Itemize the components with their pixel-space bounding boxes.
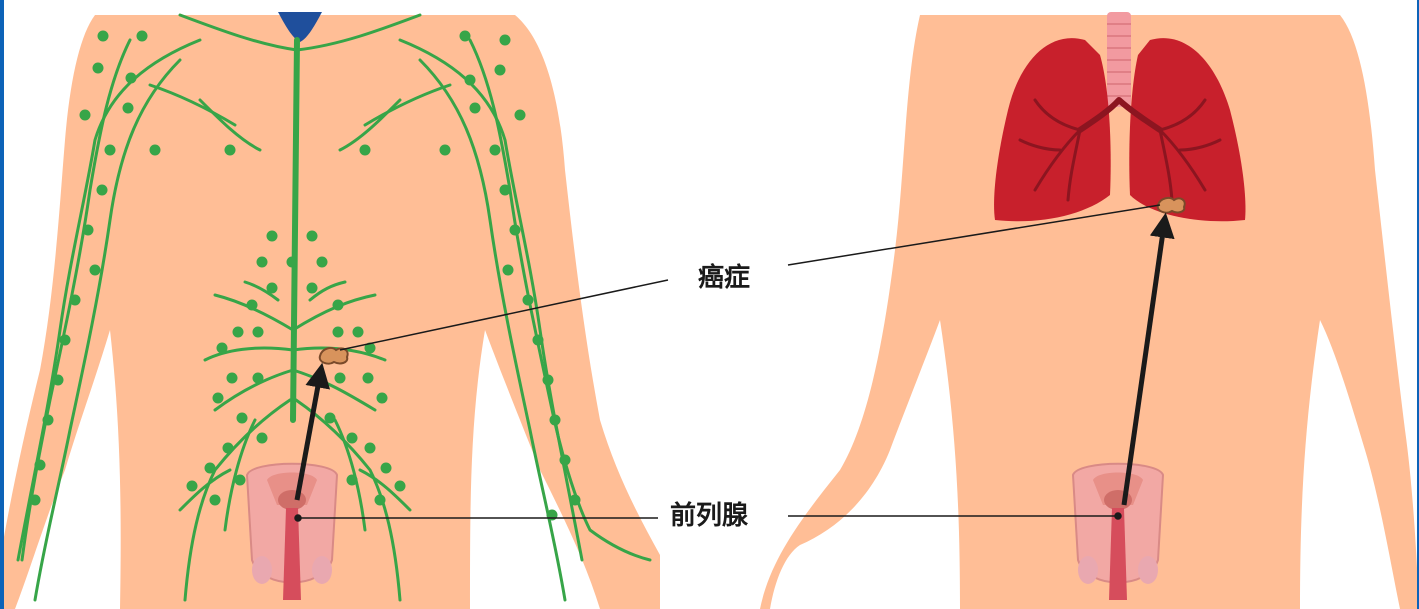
lymph-node — [80, 110, 91, 121]
lymph-node — [217, 343, 228, 354]
lymph-node — [353, 327, 364, 338]
lymph-node — [267, 231, 278, 242]
lymph-node — [347, 475, 358, 486]
lymph-node — [363, 373, 374, 384]
lymph-node — [237, 413, 248, 424]
lymph-node — [126, 73, 137, 84]
lymph-node — [93, 63, 104, 74]
lymph-node — [225, 145, 236, 156]
lymph-node — [83, 225, 94, 236]
lymph-node — [123, 103, 134, 114]
lymph-node — [257, 433, 268, 444]
lymph-node — [333, 327, 344, 338]
lymph-node — [287, 257, 298, 268]
lymph-node — [440, 145, 451, 156]
lymph-node — [98, 31, 109, 42]
lymph-node — [510, 225, 521, 236]
lymph-node — [465, 75, 476, 86]
lymph-node — [105, 145, 116, 156]
lymph-node — [550, 415, 561, 426]
lymph-node — [227, 373, 238, 384]
lymph-node — [253, 373, 264, 384]
lymph-node — [560, 455, 571, 466]
lymph-node — [97, 185, 108, 196]
lymph-node — [460, 31, 471, 42]
lymph-node — [307, 283, 318, 294]
lymph-node — [500, 35, 511, 46]
lymph-node — [43, 415, 54, 426]
lymph-node — [233, 327, 244, 338]
lymph-node — [335, 373, 346, 384]
lymph-node — [377, 393, 388, 404]
lymph-node — [523, 295, 534, 306]
lymph-node — [325, 413, 336, 424]
lymph-node — [365, 443, 376, 454]
right-prostate-organ — [1073, 464, 1163, 600]
right-tumor-icon — [1158, 198, 1185, 213]
lymph-node — [515, 110, 526, 121]
lymph-node — [395, 481, 406, 492]
lymph-node — [213, 393, 224, 404]
lymph-node — [223, 443, 234, 454]
lymph-node — [347, 433, 358, 444]
lymph-node — [137, 31, 148, 42]
left-tumor-icon — [320, 348, 348, 364]
lymph-node — [267, 283, 278, 294]
lymph-node — [533, 335, 544, 346]
lymph-node — [253, 327, 264, 338]
lymph-node — [30, 495, 41, 506]
lymph-node — [90, 265, 101, 276]
lymph-node — [70, 295, 81, 306]
lymph-node — [60, 335, 71, 346]
prostate-label: 前列腺 — [670, 503, 748, 529]
lymph-node — [470, 103, 481, 114]
left-prostate-organ — [247, 464, 337, 600]
lymph-node — [257, 257, 268, 268]
lymph-node — [381, 463, 392, 474]
lymph-node — [333, 300, 344, 311]
lymph-node — [235, 475, 246, 486]
lymph-node — [210, 495, 221, 506]
lymph-node — [247, 300, 258, 311]
lymph-node — [490, 145, 501, 156]
lymph-node — [307, 231, 318, 242]
lymph-node — [317, 257, 328, 268]
cancer-label: 癌症 — [698, 265, 750, 291]
lymph-node — [375, 495, 386, 506]
lymph-node — [547, 510, 558, 521]
lymph-node — [187, 481, 198, 492]
lymph-node — [543, 375, 554, 386]
lymph-node — [570, 495, 581, 506]
lymph-node — [150, 145, 161, 156]
lymph-node — [35, 460, 46, 471]
lymph-node — [205, 463, 216, 474]
lymph-node — [503, 265, 514, 276]
lymph-node — [360, 145, 371, 156]
lymph-node — [500, 185, 511, 196]
lymph-node — [53, 375, 64, 386]
lymph-node — [495, 65, 506, 76]
